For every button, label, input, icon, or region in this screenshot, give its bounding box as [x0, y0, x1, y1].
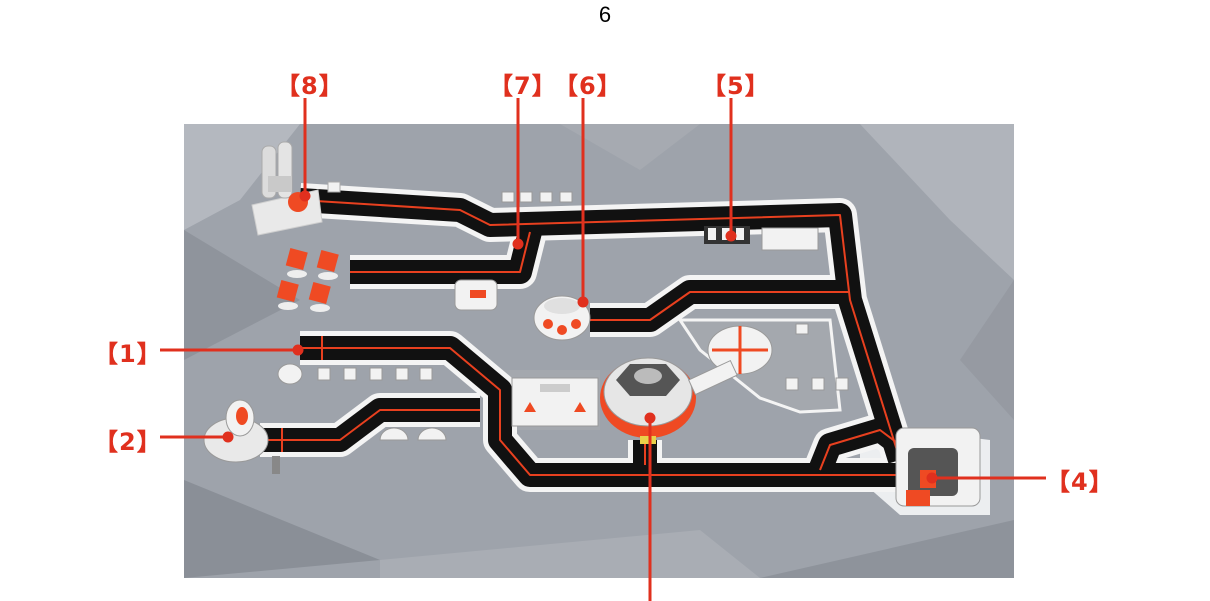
callout-label-7: 【7】 — [489, 72, 557, 100]
orange-blocks — [276, 247, 339, 312]
module-2-turret — [203, 399, 280, 474]
callout-label-5: 【5】 — [702, 72, 770, 100]
leader-lines — [160, 98, 1046, 601]
callout-label-6: 【6】 — [554, 72, 622, 100]
small-items-right — [785, 323, 849, 391]
callout-label-4: 【4】 — [1046, 468, 1114, 496]
callout-label-8: 【8】 — [276, 72, 344, 100]
module-6-dome — [533, 295, 591, 341]
dome-pods — [379, 427, 447, 441]
central-hub — [600, 357, 696, 444]
track-guide-lines — [260, 199, 901, 476]
dish-module — [688, 325, 773, 396]
container-module — [511, 377, 599, 427]
page-number: 6 — [598, 2, 612, 27]
start-markers — [281, 336, 323, 452]
callout-label-2: 【2】 — [94, 428, 162, 456]
module-4-gate — [895, 427, 981, 507]
capsule-module — [454, 279, 498, 311]
callout-label-1: 【1】 — [94, 340, 162, 368]
small-items-row — [277, 363, 433, 385]
top-pods — [501, 191, 573, 203]
